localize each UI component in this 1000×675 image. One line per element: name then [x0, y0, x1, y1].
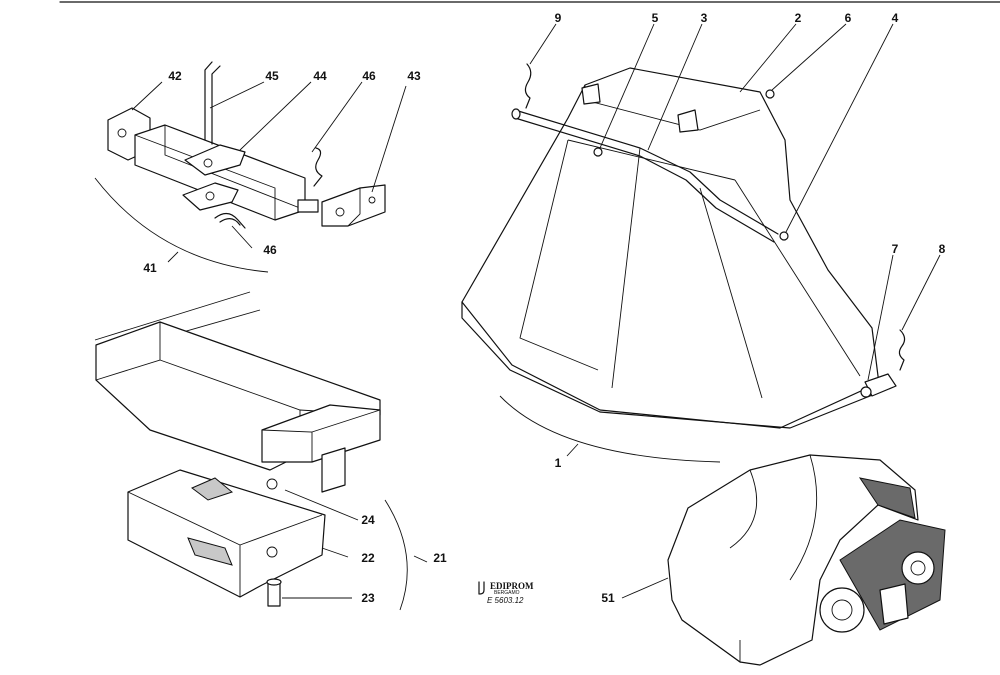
chassis-rail-top	[94, 291, 251, 341]
cotter-pin-upper	[313, 147, 323, 187]
label-43: 43	[407, 69, 421, 83]
logo-city: BERGAMO	[494, 590, 520, 596]
label-45: 45	[265, 69, 279, 83]
label-4: 4	[892, 11, 899, 25]
catcher-bag	[461, 67, 881, 429]
publisher-logo: EDIPROM BERGAMO E 5603.12	[478, 581, 534, 605]
group-41-arc	[94, 177, 269, 273]
group-21-arc	[384, 499, 408, 611]
label-3: 3	[701, 11, 708, 25]
label-1: 1	[555, 456, 562, 470]
label-24: 24	[361, 513, 375, 527]
right-plate	[321, 184, 386, 227]
bag-clip-right	[677, 109, 699, 133]
tractor-cover-group-51	[621, 454, 946, 666]
hitch-plate-lower	[182, 182, 239, 211]
label-9: 9	[555, 11, 562, 25]
spring-clip-8	[898, 329, 906, 371]
label-22: 22	[361, 551, 375, 565]
label-44: 44	[313, 69, 327, 83]
label-41: 41	[143, 261, 157, 275]
group-1-arc	[499, 395, 721, 463]
knob-6	[765, 89, 775, 99]
washer-5	[593, 147, 603, 157]
end-cap-4	[779, 231, 789, 241]
label-7: 7	[892, 242, 899, 256]
cotter-pin-lower	[214, 212, 246, 229]
label-46-upper: 46	[362, 69, 376, 83]
bag-clip-left	[581, 83, 601, 105]
hitch-pin	[204, 61, 213, 141]
label-46-lower: 46	[263, 243, 277, 257]
frame-rod	[461, 301, 886, 429]
spring-clip-9	[524, 63, 532, 109]
hitch-plate-upper	[184, 144, 246, 176]
logo-brand: EDIPROM	[490, 581, 534, 591]
label-42: 42	[168, 69, 182, 83]
drawing-code: E 5603.12	[487, 596, 524, 605]
label-51: 51	[601, 591, 615, 605]
label-23: 23	[361, 591, 375, 605]
part-labels: 9 5 3 2 6 4 7 8 1 42 45 44 46 43 46 41 2…	[143, 11, 945, 605]
grass-catcher-group-1	[461, 23, 941, 463]
counterweight	[127, 469, 326, 598]
counterweight-group-21	[94, 291, 428, 611]
label-2: 2	[795, 11, 802, 25]
label-5: 5	[652, 11, 659, 25]
label-6: 6	[845, 11, 852, 25]
label-21: 21	[433, 551, 447, 565]
label-8: 8	[939, 242, 946, 256]
tow-bracket-group-41	[94, 61, 407, 273]
top-rod	[514, 109, 779, 235]
front-wheel	[819, 587, 865, 633]
square-tube	[134, 124, 306, 221]
